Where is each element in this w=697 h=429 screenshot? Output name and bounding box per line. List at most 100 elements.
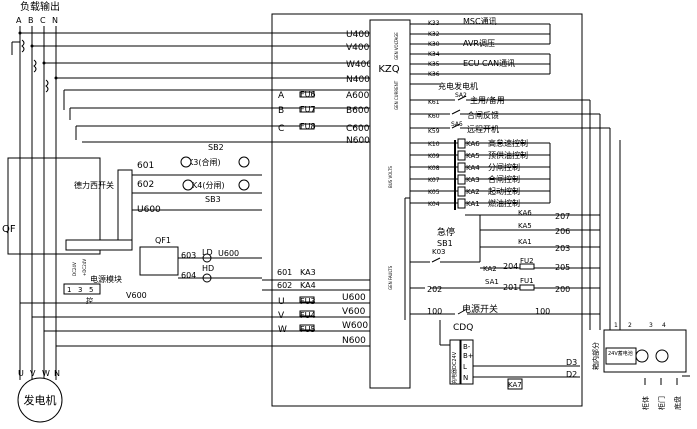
relay-ka6: KA6 (466, 140, 480, 148)
qf-term-b3: 3 (78, 286, 82, 294)
panel-frame (271, 13, 583, 407)
close-feedback-label: 合闸反馈 (467, 110, 499, 120)
ecu-can-label: ECU CAN通讯 (463, 58, 515, 68)
gen-term-n: N (54, 369, 60, 378)
qf1-label: QF1 (155, 236, 171, 245)
qf-dc-label-1: DC24V (72, 262, 77, 276)
ld-label: LD (202, 248, 213, 257)
t604: 604 (181, 271, 196, 280)
cab-term-2: 2 (628, 322, 632, 329)
term-k08: K08 (428, 165, 440, 172)
remote-start-label: 远程开机 (467, 124, 499, 134)
w-label: W (278, 325, 287, 335)
kzq-label: KZQ (378, 64, 399, 75)
label-b600: B600 (346, 106, 370, 116)
qf-term-b1: 1 (67, 286, 71, 294)
kzq-vert-4: GEN FAULTS (388, 265, 393, 290)
u600-bottom: U600 (342, 293, 366, 303)
w600-bottom: W600 (342, 321, 368, 331)
term-k05: K05 (428, 189, 440, 196)
sb1-label: SB1 (437, 239, 453, 248)
phase-c-label: C (40, 16, 46, 25)
cdq-term-bp: B+ (463, 352, 474, 360)
cab-term-4: 4 (662, 322, 666, 329)
term-k60: K60 (428, 113, 440, 120)
cdq-term-n: N (463, 374, 468, 382)
label-fu8: FU8 (300, 122, 316, 131)
cdq-box-label: 充电器DC24V (451, 351, 458, 384)
cabinet-section: 箱内部分 1 2 3 4 24V蓄电池 柜体 柜门 底盘 (589, 100, 690, 410)
qf-module: QF 德力西开关 DC24V +DC24V 电源模块 1 3 5 控 (2, 157, 133, 305)
cab-bottom-3: 底盘 (673, 396, 682, 410)
cabinet-label: 箱内部分 (591, 342, 600, 370)
n600-bottom: N600 (342, 336, 366, 346)
n100-right: 100 (535, 307, 550, 316)
d3-label: D3 (566, 358, 577, 367)
label-n400: N400 (346, 75, 370, 85)
label-fu7: FU7 (300, 105, 316, 114)
qf-term-b5: 5 (89, 286, 93, 294)
label-n600-top: N600 (346, 136, 370, 146)
phase-a-label: A (16, 16, 22, 25)
fu3-label: FU3 (300, 297, 316, 306)
ka6-label-2: KA6 (518, 209, 532, 217)
kzq-vert-1: GEN VOLTAGE (394, 32, 399, 60)
sa2-label: SA2 (455, 92, 467, 99)
label-a: A (278, 91, 285, 101)
fuse-fu8 (299, 123, 315, 130)
generator: U V W N 发电机 (17, 198, 63, 423)
hd-label: HD (202, 264, 214, 273)
ka2-label-2: KA2 (483, 265, 497, 273)
term-k04: K04 (428, 201, 440, 208)
gen-term-u: U (18, 369, 24, 378)
load-output-title: 负载输出 (20, 0, 60, 13)
n200: 200 (555, 285, 570, 294)
d2-label: D2 (566, 370, 577, 379)
ka3-label: KA3 (300, 268, 316, 277)
emergency-label: 急停 (437, 226, 455, 238)
v-label: V (278, 311, 285, 321)
n100-left: 100 (427, 307, 442, 316)
qf-label: QF (2, 224, 16, 235)
k4-label: K4(分闸) (192, 181, 225, 190)
kzq-right-terminals: K33 K32 K30 K34 K35 K36 K61 K60 K59 K10 … (410, 16, 610, 208)
qf-dc-label-2: +DC24V (82, 259, 87, 276)
power-switch-label: 电源开关 (462, 303, 498, 315)
fu2-label: FU2 (520, 257, 534, 265)
cdq-charger: CDQ 充电器DC24V B- B+ L N D3 D2 KA7 (439, 320, 580, 390)
generator-label: 发电机 (24, 393, 57, 407)
lower-left-feed: 601 602 KA3 KA4 U V W FU3 FU4 FU5 U600 V… (20, 268, 370, 347)
label-v400: V400 (346, 43, 370, 53)
relay-control-block: KA6 KA5 KA4 KA3 KA2 KA1 高怠速控制 预供油控制 分闸控制… (404, 138, 551, 320)
fuse-fu7 (299, 106, 315, 113)
term-k07: K07 (428, 177, 440, 184)
fu1-label: FU1 (520, 277, 534, 285)
cab-term-1: 1 (614, 322, 618, 329)
fuse-fu6 (299, 91, 315, 98)
relay-ka4: KA4 (466, 164, 480, 172)
fu4-label: FU4 (300, 311, 316, 320)
cdq-label: CDQ (453, 323, 473, 333)
power-module-label: 电源模块 (90, 274, 122, 284)
u-label: U (278, 297, 285, 307)
n207: 207 (555, 212, 570, 221)
sb3-label: SB3 (205, 195, 221, 204)
label-w400: W400 (346, 60, 372, 70)
n602-top: 602 (137, 180, 154, 190)
ka5-label-2: KA5 (518, 222, 532, 230)
term-k09: K09 (428, 153, 440, 160)
sb2-label: SB2 (208, 143, 224, 152)
bus-labels: U400 V400 W400 N400 A600 B600 C600 N600 … (278, 30, 372, 146)
label-fu6: FU6 (300, 90, 316, 99)
qf1-lamps: QF1 603 604 LD HD U600 V600 (126, 236, 262, 300)
kzq-vert-3: BUS VOLTS (388, 166, 393, 188)
label-b: B (278, 106, 284, 116)
cab-bottom-1: 柜体 (641, 396, 650, 410)
label-u400: U400 (346, 30, 370, 40)
phase-n-label: N (52, 16, 58, 25)
n203: 203 (555, 244, 570, 253)
close-open-circuit: 601 602 SB2 K3(合闸) K4(分闸) SB3 U600 (132, 143, 262, 215)
relay-ka3: KA3 (466, 176, 480, 184)
ka4-label: KA4 (300, 281, 316, 290)
